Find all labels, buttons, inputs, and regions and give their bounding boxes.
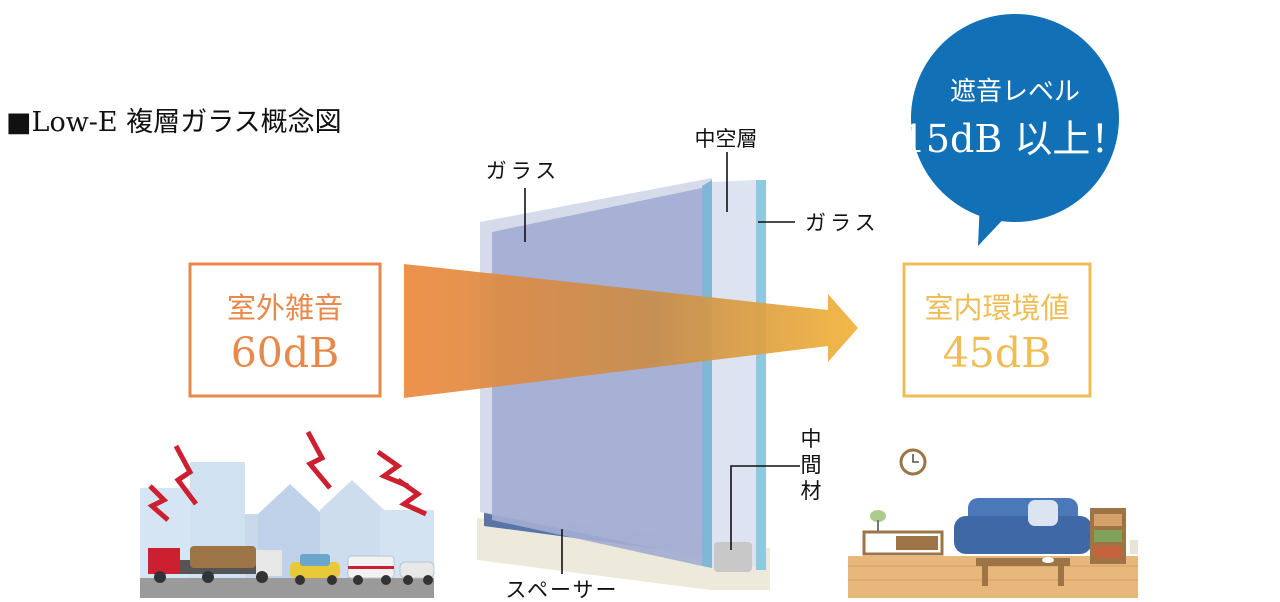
label-intermediate-char: 間 — [801, 453, 822, 477]
indoor-label: 室内環境値 — [924, 291, 1069, 325]
outdoor-value: 60dB — [231, 329, 340, 377]
glass-pane-right — [756, 180, 766, 570]
outdoor-label: 室外雑音 — [227, 291, 343, 325]
sofa-icon — [954, 498, 1092, 554]
leader-intermediate — [730, 465, 800, 550]
label-glass-right: ガラス — [805, 211, 880, 235]
glass-edge-left — [702, 180, 712, 568]
living-room-illustration — [848, 448, 1138, 598]
sound-insulation-bubble: 遮音レベル 15dB 以上！ — [902, 14, 1129, 246]
intermediate-material — [714, 542, 752, 572]
label-intermediate-char: 材 — [801, 479, 822, 503]
outdoor-noise-box — [188, 262, 382, 398]
indoor-environment-box — [902, 262, 1092, 398]
indoor-value: 45dB — [943, 329, 1052, 377]
diagram-title: ■Low-E 複層ガラス概念図 — [6, 107, 342, 138]
noise-arrow — [404, 264, 858, 398]
hollow-layer — [712, 180, 756, 568]
bubble-value: 15dB 以上！ — [902, 117, 1129, 161]
bubble-label: 遮音レベル — [950, 77, 1080, 107]
label-spacer: スペーサー — [505, 578, 618, 602]
city-noise-illustration — [140, 430, 435, 598]
label-intermediate: 中間材 — [801, 427, 822, 503]
label-intermediate-char: 中 — [801, 427, 822, 451]
wall-clock-icon — [899, 448, 927, 476]
label-glass-left: ガラス — [486, 159, 561, 183]
label-hollow-layer: 中空層 — [695, 127, 758, 151]
